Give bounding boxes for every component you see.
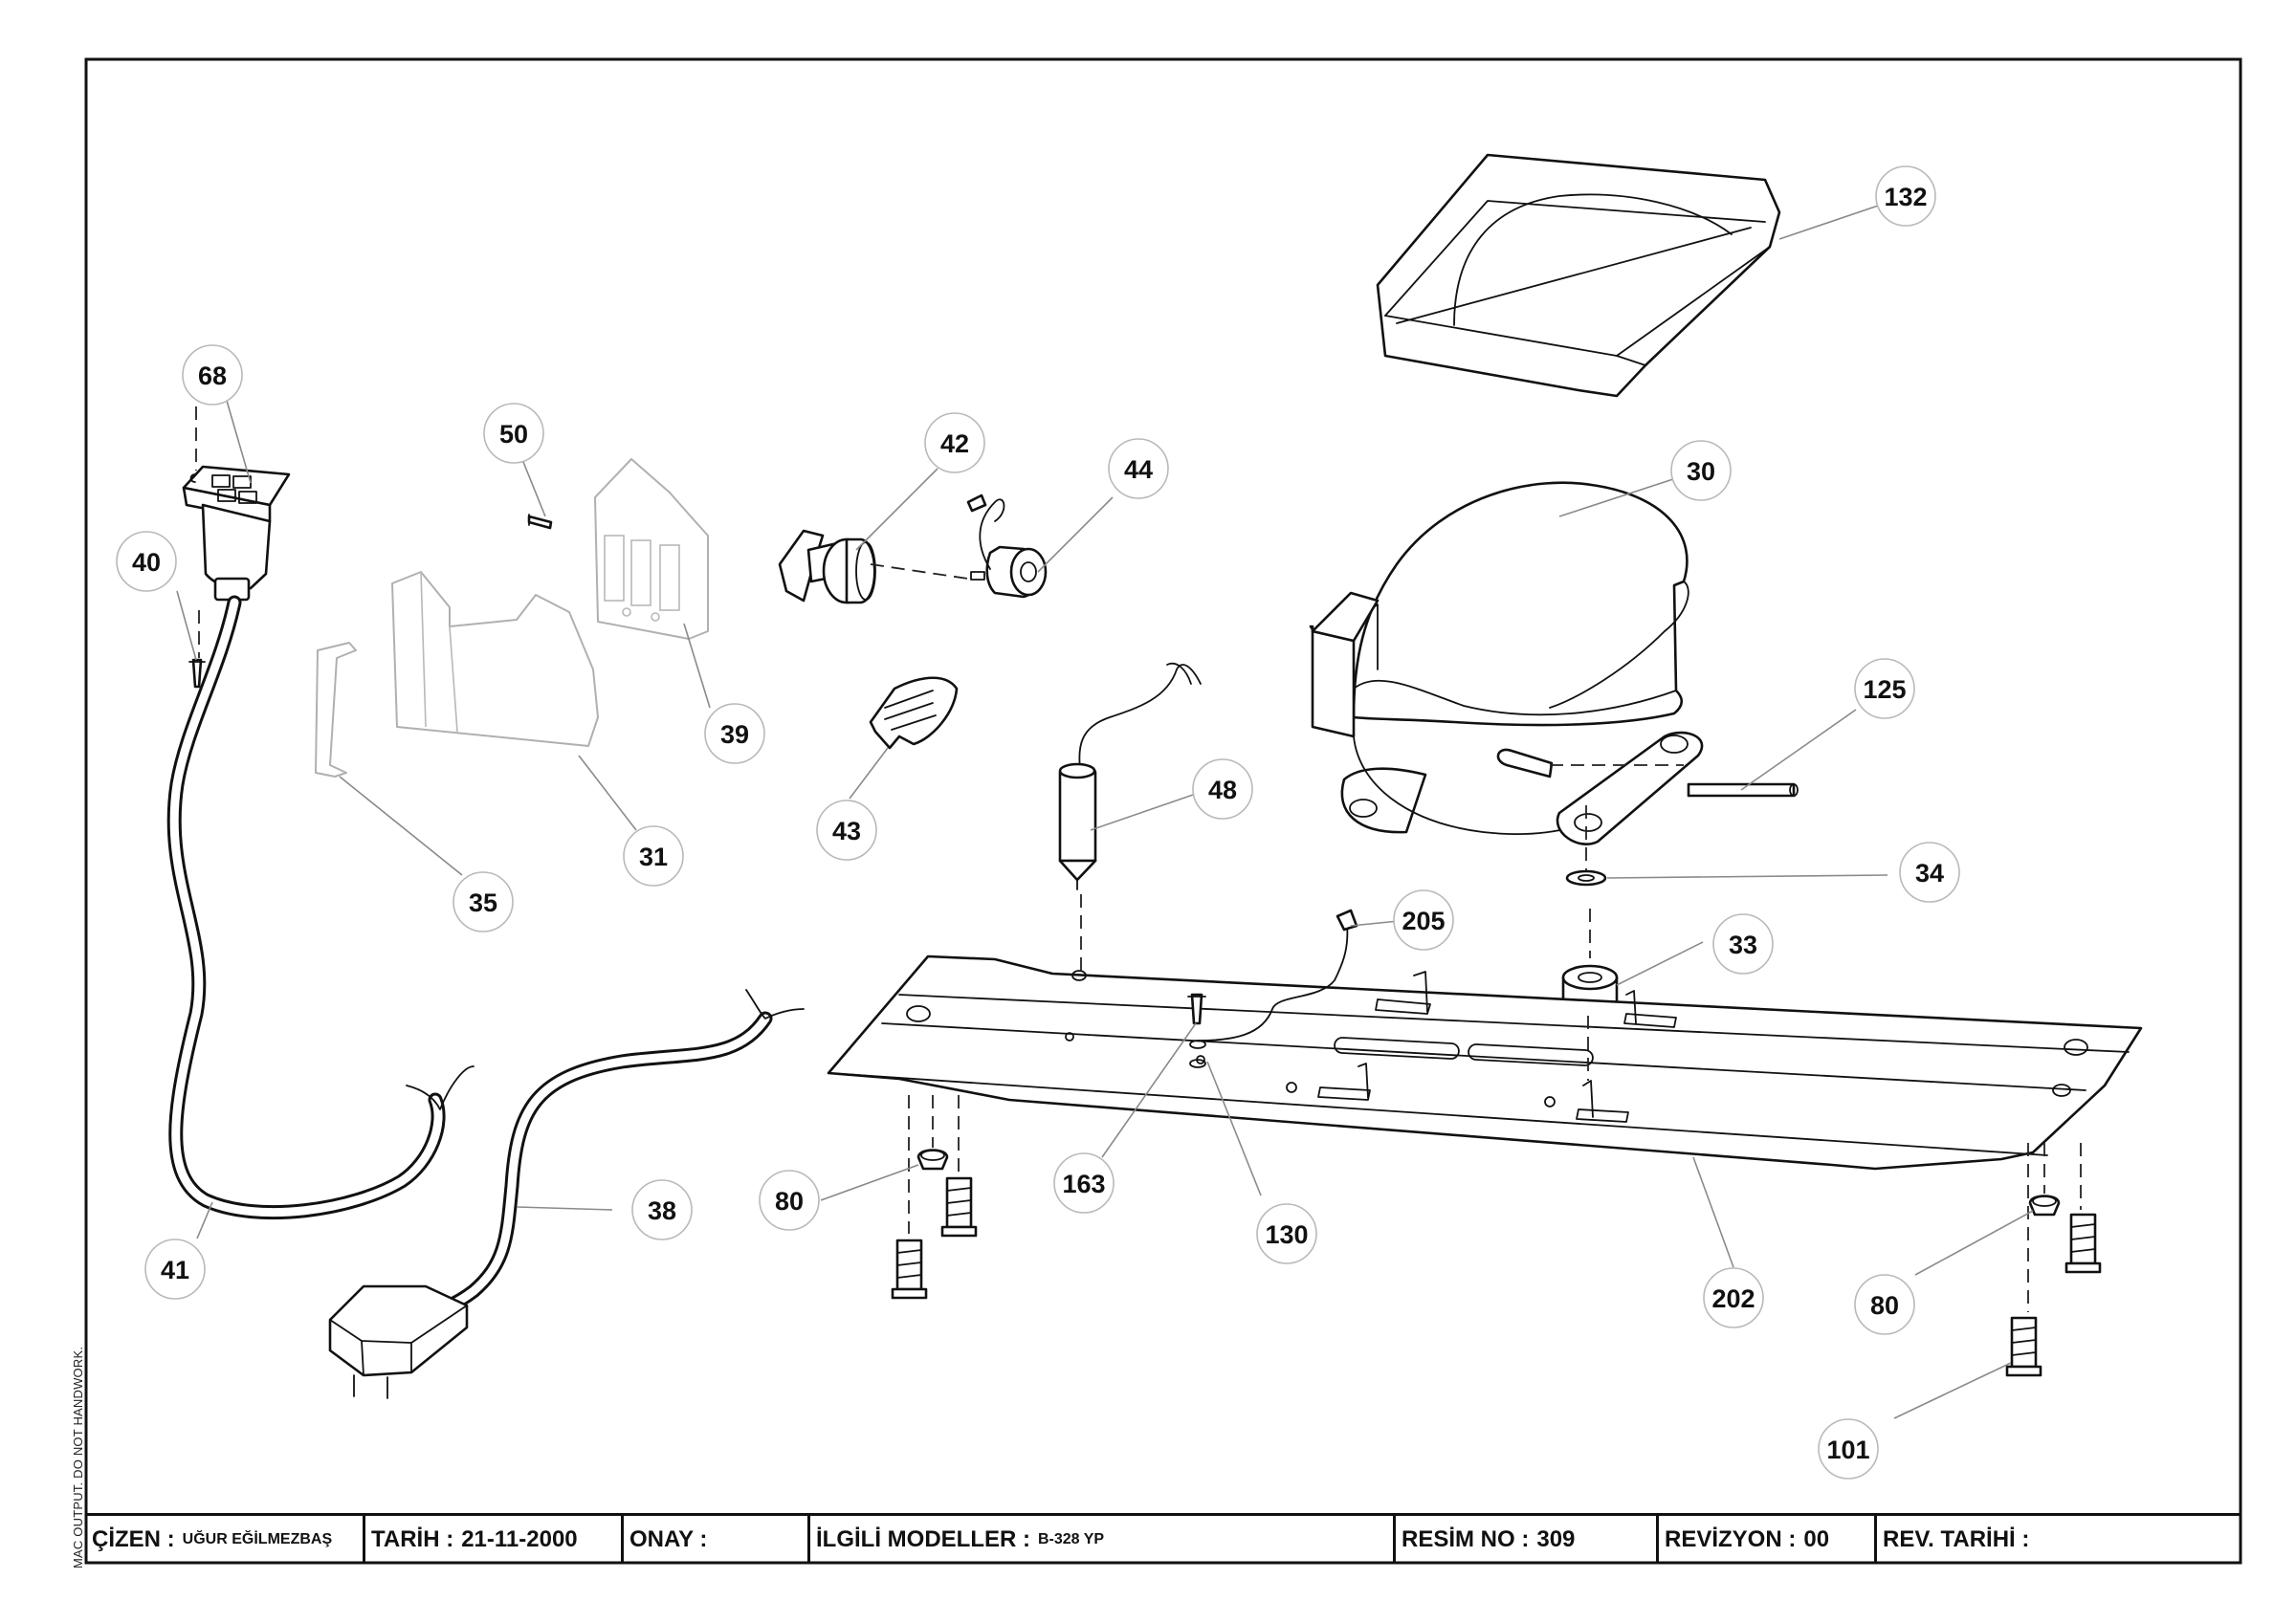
part-202-base-plate — [827, 954, 2143, 1171]
tb-cizen-value: UĞUR EĞİLMEZBAŞ — [182, 1530, 333, 1547]
part-34-washer — [1565, 869, 1607, 887]
tb-tarih: TARİH : 21-11-2000 — [365, 1516, 624, 1563]
callout-125: 125 — [1854, 658, 1915, 719]
svg-text:41: 41 — [161, 1256, 189, 1284]
callout-80-left: 80 — [759, 1170, 820, 1231]
svg-text:39: 39 — [720, 720, 749, 749]
part-163-screw — [1187, 993, 1206, 1025]
svg-text:48: 48 — [1208, 776, 1237, 804]
svg-text:132: 132 — [1884, 183, 1927, 211]
callout-43: 43 — [816, 800, 877, 861]
part-130-washer — [1189, 1040, 1206, 1068]
part-35-clip — [315, 642, 357, 778]
svg-text:125: 125 — [1863, 675, 1906, 704]
part-101-bolt-right-a — [2064, 1213, 2102, 1274]
callout-44: 44 — [1108, 438, 1169, 499]
part-31-cover — [391, 571, 599, 747]
part-41-power-cable — [166, 595, 475, 1220]
tb-tarih-label: TARİH : — [371, 1525, 454, 1552]
tb-rev-tarihi: REV. TARİHİ : — [1877, 1516, 2241, 1563]
callout-33: 33 — [1712, 913, 1774, 975]
svg-text:205: 205 — [1402, 907, 1445, 935]
tb-onay-label: ONAY : — [629, 1525, 708, 1552]
svg-text:34: 34 — [1915, 859, 1944, 888]
svg-text:33: 33 — [1729, 931, 1757, 959]
tb-revizyon: REVİZYON : 00 — [1659, 1516, 1877, 1563]
svg-text:44: 44 — [1124, 455, 1153, 484]
part-43-lever — [869, 676, 959, 750]
svg-text:80: 80 — [1870, 1291, 1899, 1320]
part-38-power-cord-plug — [328, 989, 805, 1399]
part-80-foot-left — [916, 1149, 949, 1171]
svg-text:40: 40 — [132, 548, 161, 577]
part-101-bolt-right-b — [2005, 1316, 2042, 1377]
part-42-knob — [778, 529, 876, 604]
callout-41: 41 — [144, 1239, 206, 1300]
title-block: ÇİZEN : UĞUR EĞİLMEZBAŞ TARİH : 21-11-20… — [86, 1513, 2241, 1563]
svg-text:30: 30 — [1687, 457, 1715, 486]
callout-132: 132 — [1875, 165, 1936, 227]
callout-202: 202 — [1703, 1267, 1764, 1328]
assembly-lines — [195, 406, 2082, 1312]
callout-34: 34 — [1899, 842, 1960, 903]
tb-resim: RESİM NO : 309 — [1396, 1516, 1659, 1563]
svg-text:68: 68 — [198, 362, 227, 390]
callout-205: 205 — [1393, 889, 1454, 951]
callout-130: 130 — [1256, 1203, 1317, 1264]
part-48-capacitor — [1058, 662, 1202, 890]
svg-text:130: 130 — [1265, 1220, 1308, 1249]
part-101-bolt-left-a — [940, 1176, 978, 1238]
svg-text:31: 31 — [639, 843, 668, 871]
tb-tarih-value: 21-11-2000 — [461, 1525, 578, 1552]
callout-31: 31 — [623, 825, 684, 887]
tb-revizyon-value: 00 — [1803, 1525, 1830, 1552]
tb-revizyon-label: REVİZYON : — [1665, 1525, 1797, 1552]
callouts: 132 68 50 42 44 30 40 39 125 48 43 31 35… — [116, 165, 1960, 1480]
svg-text:38: 38 — [648, 1196, 676, 1225]
leader-lines — [176, 202, 2034, 1419]
part-205-ground-wire — [1197, 909, 1358, 1042]
callout-80-right: 80 — [1854, 1274, 1915, 1335]
tb-cizen-label: ÇİZEN : — [92, 1525, 175, 1552]
svg-text:101: 101 — [1826, 1436, 1869, 1464]
part-80-foot-right — [2028, 1195, 2061, 1217]
svg-text:35: 35 — [469, 888, 497, 917]
part-30-compressor — [1309, 481, 1799, 845]
drawing-frame — [84, 57, 2242, 1565]
tb-modeller-label: İLGİLİ MODELLER : — [816, 1525, 1030, 1552]
svg-text:163: 163 — [1062, 1170, 1105, 1198]
part-39-bracket — [594, 458, 709, 640]
callout-68: 68 — [182, 344, 243, 406]
callout-50: 50 — [483, 403, 544, 464]
machine-output-note: MAC OUTPUT. DO NOT HANDWORK. — [71, 1346, 85, 1568]
tb-resim-label: RESİM NO : — [1402, 1525, 1530, 1552]
callout-42: 42 — [924, 412, 985, 473]
part-132-drip-tray — [1376, 153, 1781, 398]
tb-modeller: İLGİLİ MODELLER : B-328 YP — [810, 1516, 1396, 1563]
svg-text:50: 50 — [499, 420, 528, 449]
tb-onay: ONAY : — [624, 1516, 810, 1563]
tb-resim-value: 309 — [1536, 1525, 1576, 1552]
svg-text:42: 42 — [940, 429, 969, 458]
tb-modeller-value: B-328 YP — [1037, 1530, 1105, 1547]
part-40-screw — [188, 658, 206, 689]
callout-40: 40 — [116, 531, 177, 592]
tb-cizen: ÇİZEN : UĞUR EĞİLMEZBAŞ — [86, 1516, 365, 1563]
callout-48: 48 — [1192, 758, 1253, 820]
callout-39: 39 — [704, 703, 765, 764]
callout-38: 38 — [631, 1179, 693, 1240]
part-68-relay-box — [182, 465, 291, 602]
svg-text:202: 202 — [1711, 1284, 1755, 1313]
callout-30: 30 — [1670, 440, 1732, 501]
callout-35: 35 — [453, 871, 514, 932]
part-101-bolt-left-b — [891, 1239, 928, 1300]
svg-text:80: 80 — [775, 1187, 804, 1216]
callout-163: 163 — [1053, 1152, 1115, 1214]
part-50-screw — [527, 514, 553, 530]
callout-101: 101 — [1818, 1418, 1879, 1480]
part-44-buzzer — [966, 493, 1048, 599]
tb-rev-tarihi-label: REV. TARİHİ : — [1883, 1525, 2030, 1552]
svg-text:43: 43 — [832, 817, 861, 845]
